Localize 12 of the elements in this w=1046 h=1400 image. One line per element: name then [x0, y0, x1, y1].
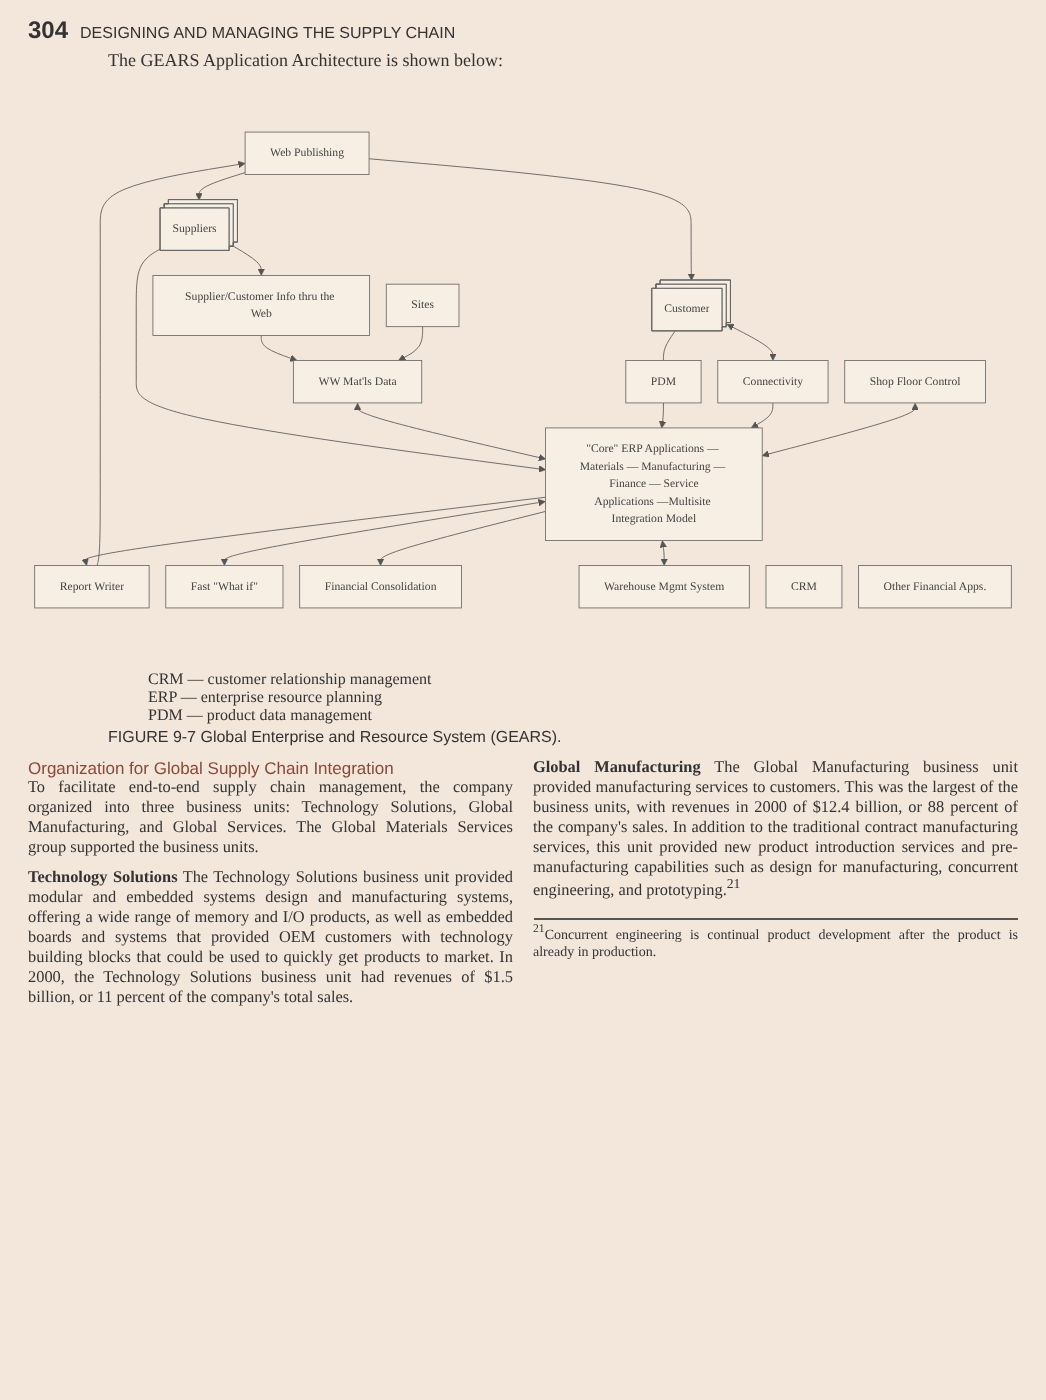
body-paragraph: To facilitate end-to-end supply chain management, the company organized into three business units: Technology Solutions, Global Manufacturing, and Global Services. The Global Materials Services group supported the business units.	[28, 778, 513, 859]
figure-caption: FIGURE 9-7 Global Enterprise and Resource System (GEARS).	[108, 728, 564, 746]
abbreviation-note: CRM — customer relationship management	[148, 670, 434, 688]
abbreviation-note: PDM — product data management	[148, 706, 374, 724]
connector	[663, 330, 676, 361]
section-heading: Organization for Global Supply Chain Integration	[28, 758, 396, 779]
running-head: DESIGNING AND MANAGING THE SUPPLY CHAIN	[80, 24, 456, 42]
body-paragraph: Global Manufacturing The Global Manufacturing business unit provided manufacturing services to customers. This was the largest of the business units, with revenues in 2000 of $12.4 billion, or 88 percent of the company's sales. In addition to the traditional contract manufacturing services, this unit provided new product introduction services and pre-manufacturing capabilities such as design for manufacturing, concurrent engineering, and prototyping.$^{21}$	[533, 758, 1018, 902]
body-paragraph: Technology Solutions The Technology Solutions business unit provided modular and embedded systems design and manufacturing systems, offering a wide range of memory and I/O products, as well as embedded boards and systems that provided OEM customers with technology building blocks that could be used to quickly get products to market. In 2000, the Technology Solutions business unit had revenues of $1.5 billion, or 11 percent of the company's total sales.	[28, 868, 513, 1009]
abbreviation-note: ERP — enterprise resource planning	[148, 688, 385, 706]
intro-text: The GEARS Application Architecture is shown below:	[108, 50, 505, 70]
page-number: 304	[28, 16, 69, 44]
